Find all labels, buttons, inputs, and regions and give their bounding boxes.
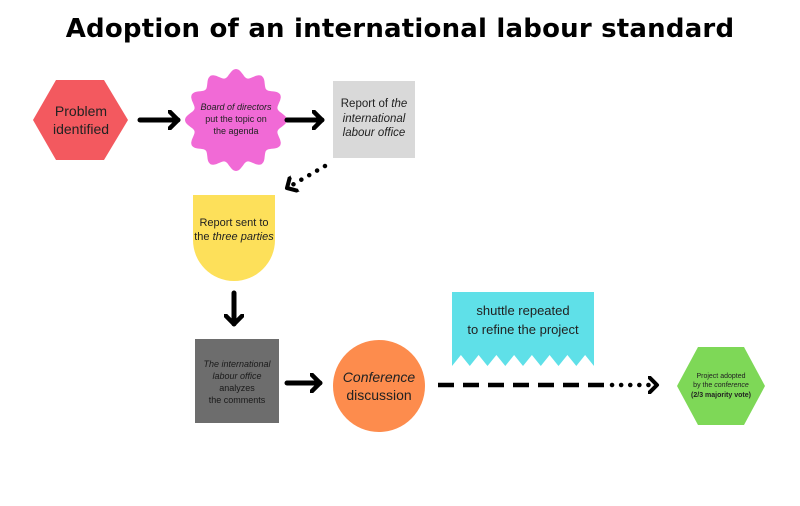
problem-text-line1: Problem <box>54 102 108 119</box>
shuttle-text-line1: shuttle repeated <box>476 303 570 319</box>
adopted-label: Project adopted by the conference (2/3 m… <box>679 369 763 403</box>
conference-label: Conference discussion <box>333 366 425 406</box>
board-text-line1: Board of directors <box>200 102 272 113</box>
analyzes-text-line2: labour office <box>212 370 262 381</box>
problem-text-line2: identified <box>52 121 110 137</box>
analyzes-label: The international labour office analyzes… <box>195 356 279 408</box>
adopted-hexagon <box>677 347 765 425</box>
shuttle-label: shuttle repeated to refine the project <box>452 302 594 340</box>
report-office-text-line2: international <box>342 112 406 125</box>
adopted-text-line3: (2/3 majority vote) <box>691 391 751 399</box>
board-flower-shape <box>185 69 287 171</box>
report-sent-text-line2: the three parties <box>194 231 274 243</box>
analyzes-text-line1: The international <box>203 358 271 369</box>
report-office-label: Report of the international labour offic… <box>333 90 415 148</box>
board-label: Board of directors put the topic on the … <box>186 96 286 144</box>
conference-text-line1: Conference <box>342 368 416 385</box>
report-sent-text-line1: Report sent to <box>199 216 269 229</box>
shuttle-text-line2: to refine the project <box>467 322 579 337</box>
conference-text-line2: discussion <box>346 387 412 403</box>
problem-label: Problem identified <box>40 96 122 144</box>
report-sent-tab-shape <box>193 195 275 281</box>
analyzes-square <box>195 339 279 423</box>
report-sent-label: Report sent to the three parties <box>190 212 278 248</box>
adopted-text-line1: Project adopted <box>696 372 746 380</box>
report-office-text-line1: Report of the <box>340 97 408 110</box>
diagram-title: Adoption of an international labour stan… <box>65 14 735 44</box>
board-text-line2: put the topic on <box>205 114 267 125</box>
shuttle-banner <box>452 292 594 366</box>
report-office-square <box>333 81 415 158</box>
dotted-arrow-report-to-parties <box>284 163 328 188</box>
report-office-text-line3: labour office <box>342 127 406 140</box>
problem-hexagon <box>33 80 128 160</box>
adopted-text-line2: by the conference <box>693 382 749 390</box>
analyzes-text-line4: the comments <box>208 395 266 406</box>
analyzes-text-line3: analyzes <box>219 383 255 393</box>
board-text-line3: the agenda <box>213 125 259 136</box>
conference-circle <box>333 340 425 432</box>
